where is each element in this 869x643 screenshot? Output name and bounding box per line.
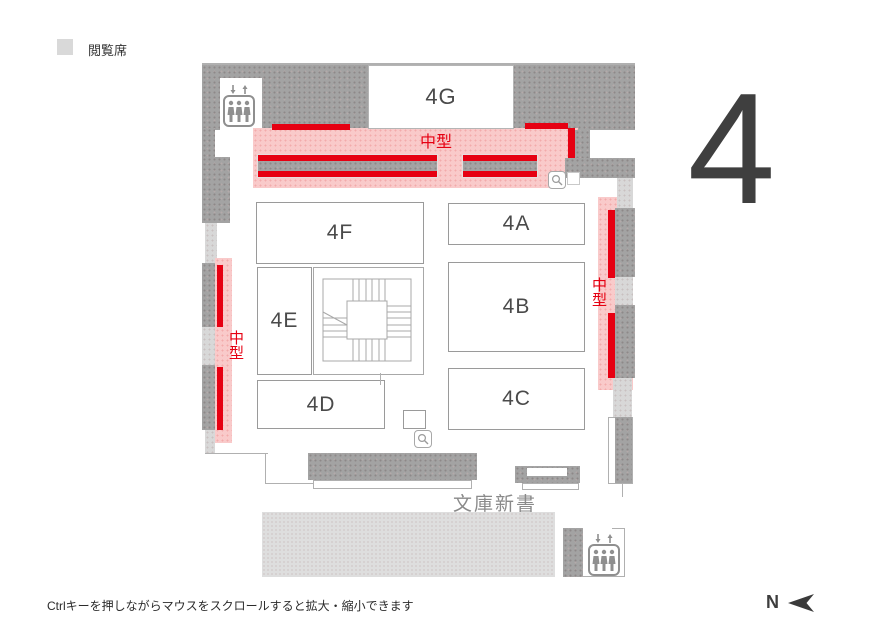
- wall-segment: [202, 327, 215, 365]
- room-4a: 4A: [448, 203, 585, 245]
- wall-edge-line: [622, 483, 623, 497]
- counter-outline: [313, 480, 472, 489]
- wall-edge-line: [265, 453, 266, 484]
- wall-segment: [615, 417, 632, 483]
- room-4e: 4E: [257, 267, 312, 375]
- zoom-area-button[interactable]: [548, 171, 566, 189]
- wall-edge-line: [583, 576, 625, 577]
- wall-segment: [202, 365, 215, 430]
- room-4d: 4D: [257, 380, 385, 429]
- wall-segment: [613, 378, 632, 417]
- map-marker: [567, 172, 580, 185]
- wall-edge-line: [612, 528, 625, 529]
- legend-swatch-reading-seats: [57, 39, 73, 55]
- room-label: 4D: [306, 392, 336, 416]
- wall-segment: [615, 208, 635, 277]
- wall-segment: [615, 305, 635, 378]
- shelf-label-right: 中型: [590, 277, 607, 307]
- counter-shelf: [308, 453, 477, 480]
- room-label: 4A: [502, 212, 531, 235]
- zoom-area-button[interactable]: [414, 430, 432, 448]
- reading-seats-area: [262, 512, 555, 577]
- wall-segment: [575, 130, 590, 158]
- wall-segment: [205, 223, 217, 263]
- room-4g: 4G: [368, 65, 514, 129]
- magnifier-icon: [417, 433, 429, 445]
- compass-label: N: [766, 592, 779, 612]
- bookshelf-bar: [272, 124, 350, 130]
- floor-number: 4: [687, 61, 776, 237]
- wall-edge-line: [205, 453, 268, 454]
- elevator-icon: [223, 85, 255, 127]
- bookshelf-bar: [608, 210, 615, 278]
- legend-label: 閲覧席: [88, 43, 128, 58]
- room-label: 4C: [502, 387, 531, 410]
- room-label: 4G: [425, 84, 457, 109]
- north-arrow-icon: [788, 594, 814, 612]
- counter-outline: [522, 483, 579, 490]
- bookshelf-double: [257, 154, 438, 178]
- room-label: 4B: [502, 295, 531, 318]
- bookshelf-bar: [217, 367, 223, 430]
- magnifier-icon: [551, 174, 563, 186]
- kiosk-box: [403, 410, 426, 429]
- bookshelf-bar: [568, 128, 575, 158]
- wall-segment: [202, 263, 215, 327]
- room-label: 4E: [270, 309, 299, 332]
- room-label: 4F: [326, 221, 354, 244]
- wall-edge-line: [265, 483, 313, 484]
- wall-edge-line: [380, 373, 381, 385]
- stairwell: [313, 267, 424, 375]
- wall-segment: [202, 157, 230, 223]
- elevator-icon: [588, 534, 620, 576]
- wall-segment: [617, 178, 633, 208]
- wall-segment: [202, 128, 215, 157]
- bookshelf-bar: [217, 265, 223, 327]
- zoom-hint-text: Ctrlキーを押しながらマウスをスクロールすると拡大・縮小できます: [47, 599, 414, 613]
- area-label-bunko-shinsho: 文庫新書: [453, 494, 538, 515]
- wall-edge-line: [202, 63, 635, 65]
- shelf-label-left: 中型: [227, 330, 244, 360]
- wall-segment: [615, 277, 633, 305]
- wall-segment: [563, 528, 583, 577]
- room-4c: 4C: [448, 368, 585, 430]
- shelf-label-top: 中型: [420, 134, 453, 151]
- wall-edge-line: [624, 528, 625, 577]
- bookshelf-double: [462, 154, 538, 178]
- bookshelf-bar: [525, 123, 568, 129]
- room-4b: 4B: [448, 262, 585, 352]
- wall-segment: [565, 158, 635, 178]
- elevator-bottom: [585, 533, 623, 582]
- stairs-icon: [322, 278, 412, 362]
- counter-slot: [527, 468, 567, 476]
- room-4f: 4F: [256, 202, 424, 264]
- elevator-top: [220, 84, 258, 133]
- bookshelf-bar: [608, 313, 615, 378]
- wall-segment: [205, 430, 215, 453]
